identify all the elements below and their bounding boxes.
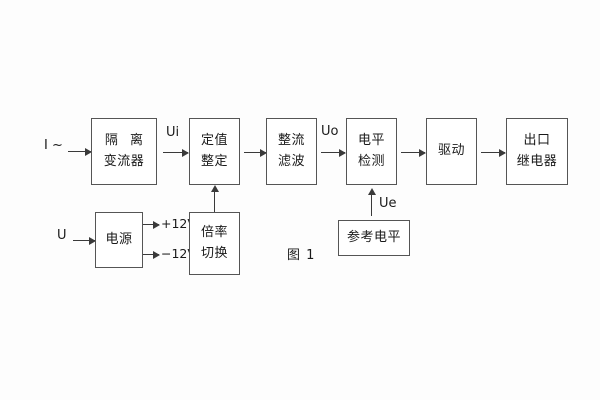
block-ratio-switch-line-2: 切换: [200, 245, 228, 261]
block-level-detect-line-2: 检测: [357, 153, 385, 169]
rail-positive-label: +12V: [161, 216, 196, 231]
block-setting-line-2: 整定: [200, 153, 228, 169]
block-setting: 定值 整定: [189, 118, 240, 185]
block-rectify-filter: 整流 滤波: [266, 118, 317, 185]
block-reference-level-line-1: 参考电平: [346, 229, 401, 245]
block-driver: 驱动: [426, 118, 477, 185]
block-isolation-ct: 隔 离 变流器: [91, 118, 157, 185]
arrow-voltage-to-power-supply: [73, 236, 96, 245]
block-driver-line-1: 驱动: [437, 143, 465, 159]
block-rectify-filter-line-2: 滤波: [277, 153, 305, 169]
block-power-supply-line-1: 电源: [105, 231, 133, 247]
voltage-input-label: U: [57, 228, 67, 243]
rail-negative-label: −12V: [161, 246, 196, 261]
block-output-relay-line-2: 继电器: [516, 153, 558, 169]
figure-caption: 图 1: [287, 248, 316, 263]
arrow-power-rail-negative: [143, 250, 160, 259]
block-ratio-switch: 倍率 切换: [189, 212, 240, 275]
block-reference-level: 参考电平: [338, 220, 410, 256]
block-isolation-ct-line-1: 隔 离: [104, 133, 148, 149]
arrow-rectify-filter-to-level-detect: [321, 148, 346, 157]
block-output-relay-line-1: 出口: [523, 133, 551, 149]
current-input-label: I ~: [44, 138, 63, 153]
arrow-power-rail-positive: [143, 220, 160, 229]
arrow-ratio-switch-to-setting: [210, 185, 219, 212]
arrow-driver-to-output-relay: [481, 148, 506, 157]
ue-signal-label: Ue: [379, 196, 397, 211]
uo-signal-label: Uo: [321, 124, 339, 139]
ui-signal-label: Ui: [166, 125, 180, 140]
block-output-relay: 出口 继电器: [506, 118, 568, 185]
block-level-detect: 电平 检测: [346, 118, 397, 185]
arrow-reference-level-to-level-detect: [367, 188, 376, 216]
arrow-setting-to-rectify-filter: [244, 148, 267, 157]
arrow-isolation-ct-to-setting: [163, 148, 189, 157]
block-isolation-ct-line-2: 变流器: [103, 153, 145, 169]
block-setting-line-1: 定值: [200, 133, 228, 149]
arrow-level-detect-to-driver: [401, 148, 426, 157]
block-rectify-filter-line-1: 整流: [277, 133, 305, 149]
block-power-supply: 电源: [95, 212, 143, 268]
block-ratio-switch-line-1: 倍率: [200, 225, 228, 241]
arrow-current-to-isolation-ct: [68, 147, 92, 156]
block-level-detect-line-1: 电平: [357, 133, 385, 149]
